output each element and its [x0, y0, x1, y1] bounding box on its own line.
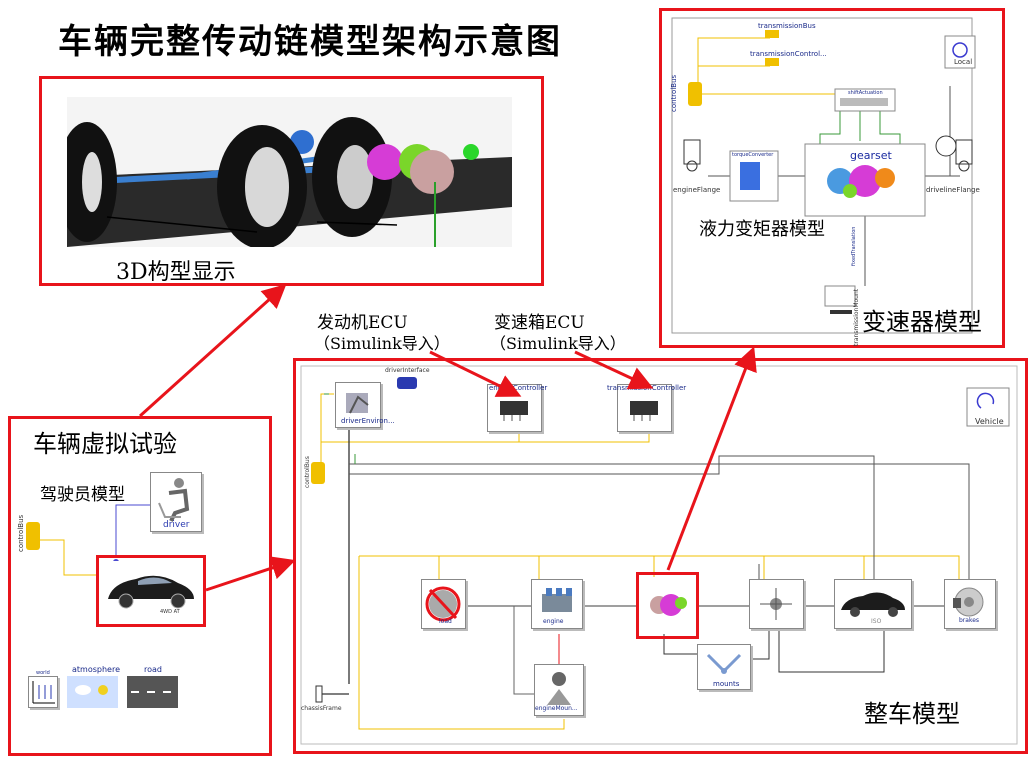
- differential-block[interactable]: [749, 579, 804, 629]
- engine-label: engine: [543, 618, 564, 625]
- engine-controller-label: engineController: [489, 384, 548, 392]
- driver-environ-label: driverEnviron...: [341, 417, 395, 425]
- load-block[interactable]: [421, 579, 466, 629]
- mounts-label: mounts: [713, 680, 740, 688]
- local-label: Local: [954, 58, 973, 66]
- chassis-frame-label: chassisFrame: [301, 705, 342, 712]
- engine-mount-label: engineMoun...: [535, 705, 578, 712]
- page-title: 车辆完整传动链模型架构示意图: [58, 22, 562, 62]
- virtual-test-canvas: [14, 460, 266, 710]
- torque-converter-block[interactable]: [641, 577, 694, 634]
- chassis-block[interactable]: [834, 579, 912, 629]
- iso-label: ISO: [871, 618, 882, 625]
- driver-label: driver: [163, 520, 190, 530]
- driver-environment-block[interactable]: [335, 382, 381, 428]
- vehicle-icon-label: Vehicle: [975, 417, 1004, 426]
- caption-vehicle: 整车模型: [864, 700, 960, 728]
- torque-converter-label: torqueConverter: [732, 152, 774, 158]
- car-highlight[interactable]: [96, 555, 206, 627]
- caption-3d-view: 3D构型显示: [116, 260, 236, 285]
- torque-converter-highlight[interactable]: [636, 572, 699, 639]
- brakes-label: brakes: [959, 617, 980, 624]
- road-label: road: [144, 665, 162, 674]
- engine-flange-label: engineFlange: [673, 186, 721, 194]
- driver-interface-label: driverInterface: [385, 367, 430, 374]
- load-label: load: [439, 618, 452, 625]
- engine-block[interactable]: [531, 579, 583, 629]
- 3d-render: [67, 97, 512, 247]
- car-block[interactable]: 4WD AT: [102, 561, 200, 621]
- mounts-block[interactable]: [697, 644, 751, 690]
- atmosphere-label: atmosphere: [72, 665, 120, 674]
- engine-mount-block[interactable]: [534, 664, 584, 716]
- caption-trans-ecu-2: （Simulink导入）: [490, 334, 626, 353]
- gearset-label: gearset: [850, 149, 892, 162]
- caption-engine-ecu-2: （Simulink导入）: [314, 334, 450, 353]
- road-block[interactable]: [127, 676, 178, 708]
- car-label: 4WD AT: [160, 609, 180, 615]
- fixed-translation-label: fixedTranslation: [851, 226, 857, 266]
- world-block[interactable]: [28, 676, 58, 708]
- transmission-controller-block[interactable]: [617, 384, 672, 432]
- vehicle-controlbus-label: controlBus: [304, 456, 311, 488]
- world-label: world: [36, 670, 50, 676]
- driver-interface-connector[interactable]: [397, 377, 417, 389]
- caption-transmission: 变速器模型: [862, 308, 982, 336]
- transmission-controller-label: transmissionController: [607, 384, 687, 392]
- caption-trans-ecu-1: 变速箱ECU: [494, 313, 585, 333]
- caption-virtual-test: 车辆虚拟试验: [33, 430, 177, 458]
- driver-block[interactable]: driver: [150, 472, 202, 532]
- caption-engine-ecu-1: 发动机ECU: [317, 313, 408, 333]
- vehicle-diagram: driverEnviron... driverInterface engineC…: [299, 364, 1022, 748]
- brakes-block[interactable]: [944, 579, 996, 629]
- transmission-control-label: transmissionControl...: [750, 50, 827, 58]
- transmission-diagram: transmissionBus transmissionControl... c…: [670, 16, 995, 346]
- transmission-controlbus-label: controlBus: [670, 74, 678, 112]
- panel-transmission: [659, 8, 1005, 348]
- driveline-flange-label: drivelineFlange: [926, 186, 980, 194]
- caption-torque-converter: 液力变矩器模型: [699, 219, 825, 240]
- shift-actuation-label: shiftActuation: [848, 90, 883, 96]
- transmission-mount-label: transmissionMount: [853, 288, 860, 346]
- transmission-bus-label: transmissionBus: [758, 22, 816, 30]
- panel-3d-view: [39, 76, 544, 286]
- atmosphere-block[interactable]: [67, 676, 118, 708]
- virtual-controlbus-label: controlBus: [17, 514, 25, 552]
- panel-vehicle: [293, 358, 1028, 754]
- caption-driver-model: 驾驶员模型: [40, 485, 125, 505]
